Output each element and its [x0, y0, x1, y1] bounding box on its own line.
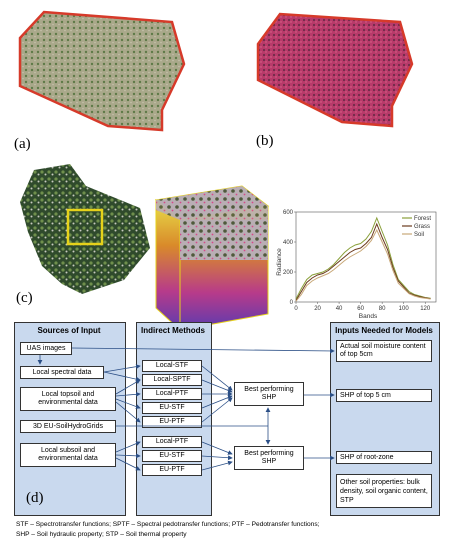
methods-header: Indirect Methods: [140, 326, 205, 335]
plot-frame: [295, 211, 437, 303]
local-topsoil-box: Local topsoil and environmental data: [20, 387, 116, 411]
panel-label-a: (a): [14, 136, 31, 152]
hyperspectral-cube-image: [150, 180, 272, 332]
shp-root-zone-output: SHP of root-zone: [336, 451, 432, 464]
x-tick-label: 20: [314, 306, 321, 312]
uas-images-box: UAS images: [20, 342, 72, 355]
x-tick-label: 60: [357, 306, 364, 312]
y-tick-label: 200: [283, 270, 294, 276]
legend-label: Soil: [414, 232, 424, 238]
orthomosaic-image: [12, 162, 162, 302]
soil-moisture-output: Actual soil moisture content of top 5cm: [336, 340, 432, 362]
x-tick-label: 120: [420, 306, 431, 312]
panel-label-c: (c): [16, 290, 33, 306]
x-tick-label: 80: [379, 306, 386, 312]
y-tick-label: 0: [290, 300, 294, 306]
rgb-field-image: [12, 8, 208, 136]
method-box-eu-stf: EU-STF: [142, 402, 202, 414]
panel-label-b: (b): [256, 133, 274, 149]
method-box-local-sptf: Local-SPTF: [142, 374, 202, 386]
abbreviations-line-2: SHP – Soil hydraulic property; STP – Soi…: [16, 531, 187, 538]
y-tick-label: 600: [283, 210, 294, 216]
eu-soilhydrogrids-box: 3D EU-SoilHydroGrids: [20, 420, 116, 433]
y-axis-label: Radiance: [276, 248, 283, 276]
spectra-chart: Radiance Bands 0 20 40 60 80 100 120 0 200 400 600…: [272, 206, 442, 320]
x-axis-label: Bands: [359, 313, 378, 320]
series-line-forest: [295, 216, 431, 300]
multispectral-field-image: [252, 8, 432, 133]
best-shp-box-bottom: Best performing SHP: [234, 446, 304, 470]
method-box-eu-stf-2: EU-STF: [142, 450, 202, 462]
legend-label: Forest: [414, 216, 431, 222]
method-box-local-ptf-2: Local-PTF: [142, 436, 202, 448]
best-shp-box-top: Best performing SHP: [234, 382, 304, 406]
x-tick-label: 0: [294, 306, 298, 312]
x-tick-label: 40: [336, 306, 343, 312]
x-tick-label: 100: [399, 306, 410, 312]
method-box-local-stf: Local-STF: [142, 360, 202, 372]
method-box-eu-ptf-2: EU-PTF: [142, 464, 202, 476]
method-box-eu-ptf: EU-PTF: [142, 416, 202, 428]
inputs-header: Inputs Needed for Models: [335, 326, 433, 335]
abbreviations-line-1: STF – Spectrotransfer functions; SPTF – …: [16, 521, 320, 528]
series-line-grass: [295, 222, 431, 301]
local-subsoil-box: Local subsoil and environmental data: [20, 443, 116, 467]
shp-top-output: SHP of top 5 cm: [336, 389, 432, 402]
other-soil-properties-output: Other soil properties: bulk density, soi…: [336, 474, 432, 508]
panel-label-d: (d): [26, 490, 44, 506]
method-box-local-ptf: Local-PTF: [142, 388, 202, 400]
series-line-soil: [295, 228, 431, 302]
local-spectral-box: Local spectral data: [20, 366, 104, 379]
roi-highlight-box: [66, 208, 104, 246]
sources-header: Sources of Input: [37, 326, 101, 335]
legend-label: Grass: [414, 224, 430, 230]
y-tick-label: 400: [283, 240, 294, 246]
